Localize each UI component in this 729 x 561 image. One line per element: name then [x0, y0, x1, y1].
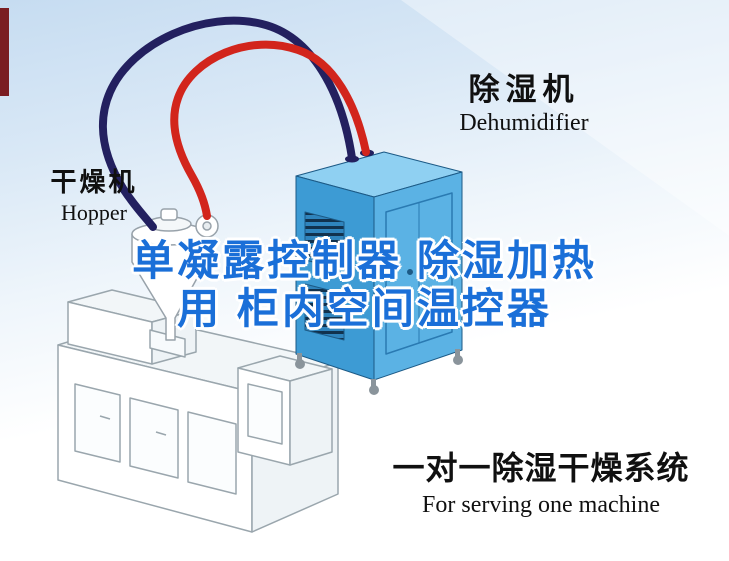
system-caption-cn: 一对一除湿干燥系统: [392, 450, 690, 486]
vent-grille-upper: [304, 211, 345, 271]
cabinet-door: [385, 192, 453, 355]
left-edge-accent: [0, 8, 9, 96]
hopper-label-en: Hopper: [61, 199, 127, 225]
red-hose: [170, 40, 370, 220]
hopper-label: 干燥机 Hopper: [40, 167, 148, 226]
casters: [295, 349, 463, 395]
dehumidifier-label: 除湿机 Dehumidifier: [444, 72, 604, 137]
door-handle: [407, 269, 413, 275]
system-caption-en: For serving one machine: [422, 491, 660, 518]
molding-machine: [57, 289, 339, 533]
overlay-headline-line1: 单凝露控制器 除湿加热: [132, 237, 597, 284]
dehumidifier-label-en: Dehumidifier: [459, 109, 589, 136]
hopper-label-cn: 干燥机: [50, 167, 138, 197]
overlay-headline: 单凝露控制器 除湿加热 用 柜内空间温控器: [0, 237, 729, 333]
vent-grille-lower: [304, 283, 345, 341]
system-caption: 一对一除湿干燥系统 For serving one machine: [381, 450, 701, 519]
dehumidifier-label-cn: 除湿机: [468, 72, 580, 107]
overlay-headline-line2: 用 柜内空间温控器: [177, 285, 552, 332]
dehumidifier-unit: [295, 149, 463, 395]
